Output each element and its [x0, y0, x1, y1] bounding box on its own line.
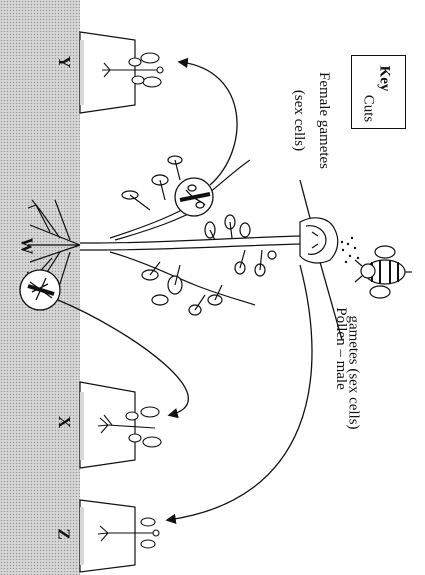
key-title: Key: [375, 66, 392, 92]
pot-z: [80, 500, 135, 572]
label-w: W: [17, 238, 37, 255]
label-z: Z: [54, 528, 74, 539]
plant-w: [27, 156, 300, 315]
label-female-sex-cells: (sex cells): [290, 90, 307, 151]
label-female-gametes: Female gametes: [315, 72, 332, 169]
key-item-cuts: Cuts: [359, 95, 376, 123]
cut-circle-upper: [175, 178, 213, 216]
label-y: Y: [54, 56, 74, 68]
label-x: X: [54, 416, 74, 428]
flower: [300, 218, 338, 263]
bee: [355, 246, 412, 298]
label-pollen-sex-cells: gametes (sex cells): [345, 315, 362, 429]
pollen-dots: [341, 237, 359, 263]
cut-circle-root: [20, 270, 60, 310]
